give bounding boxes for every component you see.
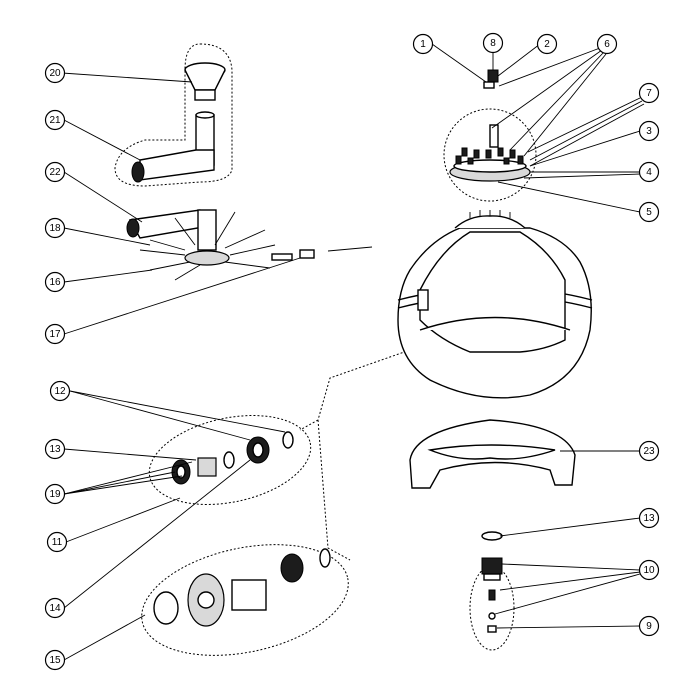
callout-label: 3 <box>646 126 652 137</box>
callout-label: 7 <box>646 88 652 99</box>
callout-label: 2 <box>544 39 550 50</box>
callout-circle <box>638 201 660 223</box>
callout-c13a: 13 <box>44 438 66 460</box>
callout-label: 21 <box>49 115 61 126</box>
group-outline-top-valve <box>443 108 537 202</box>
callout-c4: 4 <box>638 161 660 183</box>
callout-label: 9 <box>646 621 652 632</box>
part-elbow-pipe <box>131 111 215 183</box>
callout-label: 14 <box>49 603 61 614</box>
callout-label: 22 <box>49 167 61 178</box>
callout-label: 18 <box>49 223 61 234</box>
callout-label: 17 <box>49 329 61 340</box>
callout-circle <box>638 559 660 581</box>
group-outline-union-kit <box>148 415 312 505</box>
callout-circle <box>44 161 66 183</box>
callout-c10: 10 <box>638 559 660 581</box>
part-funnel <box>184 62 226 101</box>
callout-c20: 20 <box>44 62 66 84</box>
callout-label: 16 <box>49 277 61 288</box>
callout-circle <box>46 531 68 553</box>
callout-c14: 14 <box>44 597 66 619</box>
callout-c21: 21 <box>44 109 66 131</box>
callout-label: 12 <box>54 386 66 397</box>
leader-lines <box>61 43 645 661</box>
callout-circle <box>44 597 66 619</box>
callout-c5: 5 <box>638 201 660 223</box>
callout-c23: 23 <box>638 440 660 462</box>
callout-label: 1 <box>420 39 426 50</box>
callout-circle <box>638 615 660 637</box>
part-drain-kit <box>481 531 503 633</box>
callout-label: 6 <box>604 39 610 50</box>
callout-label: 13 <box>49 444 61 455</box>
dotted-link-tank-to-kits <box>299 349 411 561</box>
callout-circle <box>638 161 660 183</box>
callout-label: 4 <box>646 167 652 178</box>
callout-c8: 8 <box>482 32 504 54</box>
callout-circle <box>638 120 660 142</box>
callout-c3: 3 <box>638 120 660 142</box>
callout-c22: 22 <box>44 161 66 183</box>
callout-c19: 19 <box>44 483 66 505</box>
callout-label: 11 <box>52 537 63 548</box>
callout-circle <box>44 271 66 293</box>
callout-c6: 6 <box>596 33 618 55</box>
callout-label: 15 <box>49 655 61 666</box>
part-filter-tank <box>397 210 593 399</box>
callout-c15: 15 <box>44 649 66 671</box>
part-tank-stand <box>409 419 576 489</box>
callout-c16: 16 <box>44 271 66 293</box>
callout-circle <box>638 82 660 104</box>
callout-label: 10 <box>643 565 655 576</box>
group-outline-pipe-assembly <box>114 43 233 187</box>
callout-circle <box>536 33 558 55</box>
callout-circle <box>638 507 660 529</box>
callout-circle <box>44 62 66 84</box>
callout-circle <box>49 380 71 402</box>
callout-circle <box>412 33 434 55</box>
part-top-valve <box>449 69 531 182</box>
callout-c17: 17 <box>44 323 66 345</box>
callout-c18: 18 <box>44 217 66 239</box>
part-lateral-manifold <box>126 209 276 281</box>
group-outline-drain-kit <box>469 565 515 651</box>
callout-label: 8 <box>490 38 496 49</box>
callout-c12: 12 <box>49 380 71 402</box>
callout-c7: 7 <box>638 82 660 104</box>
group-outline-flange-kit <box>141 544 349 656</box>
callout-label: 23 <box>643 446 655 457</box>
callout-c2: 2 <box>536 33 558 55</box>
callout-c9: 9 <box>638 615 660 637</box>
callout-circle <box>44 649 66 671</box>
callout-circle <box>638 440 660 462</box>
callout-circle <box>596 33 618 55</box>
callout-circle <box>44 438 66 460</box>
callout-circle <box>482 32 504 54</box>
callout-label: 13 <box>643 513 655 524</box>
callout-label: 20 <box>49 68 61 79</box>
part-union-kit <box>171 431 294 485</box>
callout-circle <box>44 483 66 505</box>
callout-circle <box>44 217 66 239</box>
callout-c1: 1 <box>412 33 434 55</box>
part-flange-kit <box>153 548 331 627</box>
part-spare-laterals <box>271 246 373 261</box>
callout-circle <box>44 109 66 131</box>
callout-c13b: 13 <box>638 507 660 529</box>
callout-c11: 11 <box>46 531 68 553</box>
callout-circle <box>44 323 66 345</box>
callout-label: 19 <box>49 489 61 500</box>
callout-label: 5 <box>646 207 652 218</box>
